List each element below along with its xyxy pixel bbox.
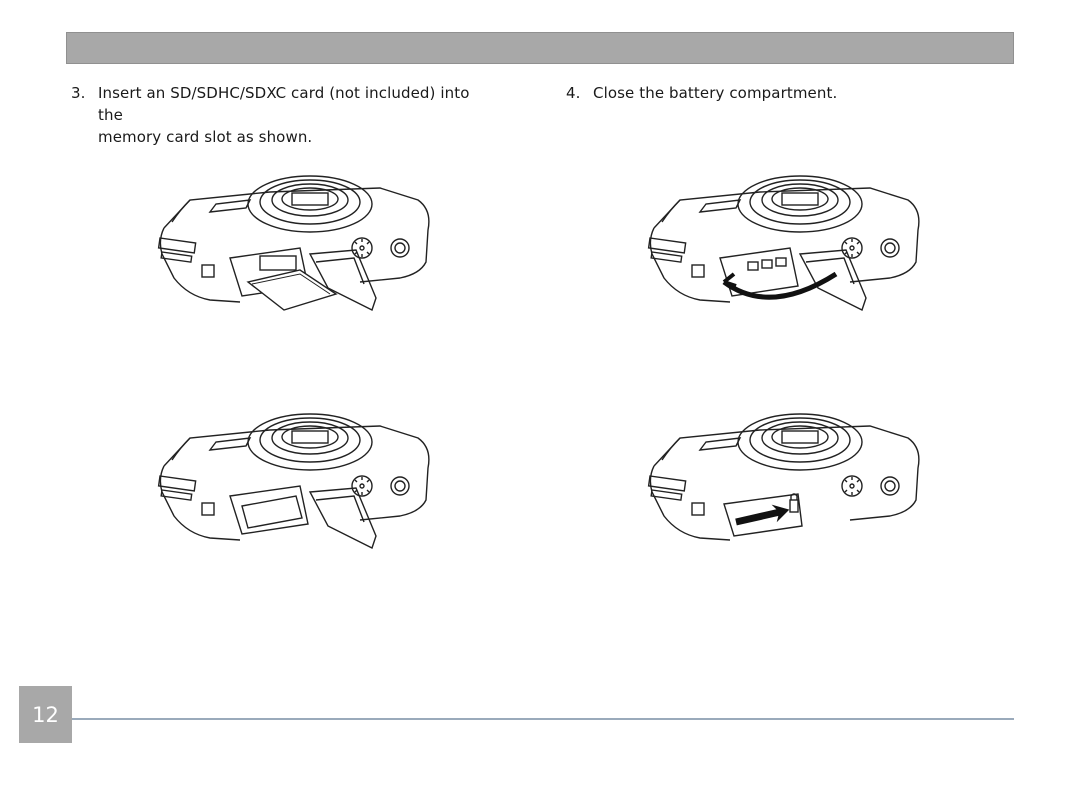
step-3-number: 3. [71, 84, 86, 102]
camera-card-inserted-icon [150, 408, 440, 562]
step-4-number: 4. [566, 84, 581, 102]
step-4-line-1: Close the battery compartment. [593, 84, 838, 102]
camera-closing-door-icon [640, 170, 930, 324]
camera-door-locked-icon [640, 408, 930, 562]
step-4-text: Close the battery compartment. [593, 82, 837, 104]
step-3-text: Insert an SD/SDHC/SDXC card (not include… [98, 82, 491, 148]
footer-line [72, 718, 1014, 720]
header-bar [66, 32, 1014, 64]
step-3-line-1: Insert an SD/SDHC/SDXC card (not include… [98, 84, 470, 124]
page-number-box: 12 [19, 686, 72, 743]
page-number: 12 [32, 702, 59, 727]
step-3-line-2: memory card slot as shown. [98, 128, 313, 146]
camera-card-inserting-icon [150, 170, 440, 324]
